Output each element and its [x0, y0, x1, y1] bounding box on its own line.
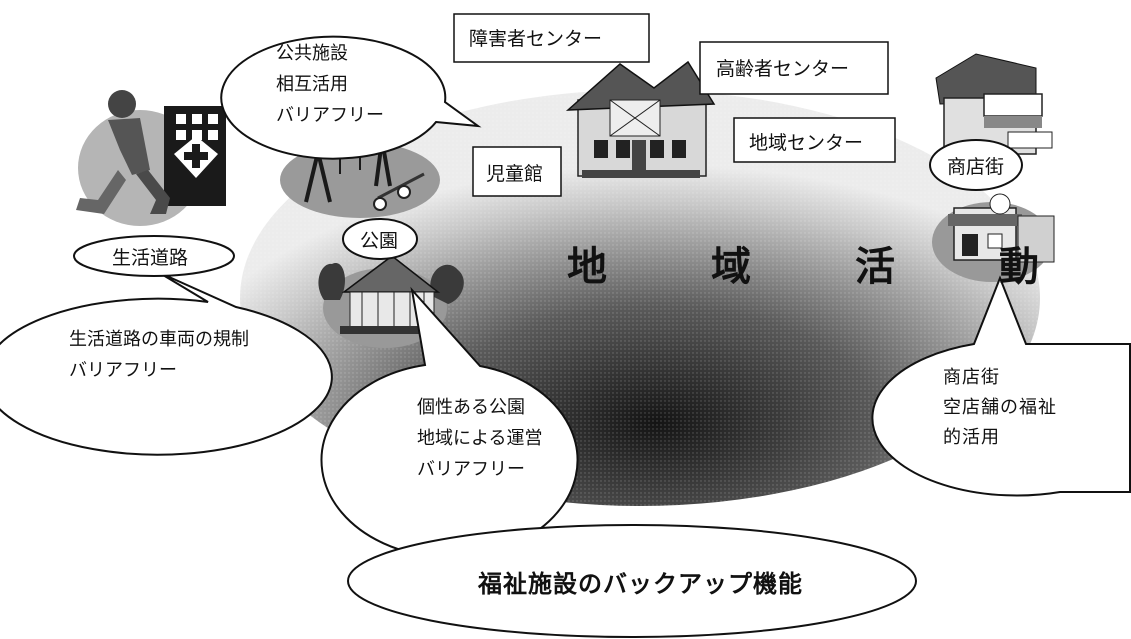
box-koreisha: [699, 41, 889, 95]
shop-label-text: 商店街: [947, 156, 1005, 178]
road-note-text: 生活道路の車両の規制 バリアフリー: [69, 329, 249, 381]
box-shogaisha: [453, 13, 650, 63]
public-facility-text: 公共施設 相互活用 バリアフリー: [276, 43, 384, 126]
public-facility-bubble: [220, 35, 482, 160]
road-label-text: 生活道路: [112, 247, 189, 269]
shop-note-bubble: [871, 275, 1131, 497]
label-koreisha-center: 高齢者センター: [716, 58, 850, 80]
park-label-oval: [342, 218, 418, 260]
diagram-title: 地域活動: [567, 244, 1131, 290]
park-note-text: 個性ある公園 地域による運営 バリアフリー: [417, 397, 543, 480]
backup-function-oval: [347, 524, 917, 638]
shop-icon: [935, 53, 1053, 155]
box-chiiki: [733, 117, 896, 163]
label-chiiki-center: 地域センター: [749, 132, 864, 154]
shopping-street-icon: [932, 193, 1055, 282]
park-label-text: 公園: [360, 230, 399, 252]
box-jidokan: [472, 146, 562, 197]
road-note-bubble: [0, 271, 333, 456]
house-icon: [565, 60, 716, 178]
backup-function-label: 福祉施設のバックアップ機能: [478, 570, 803, 598]
shop-note-text: 商店街 空店舗の福祉 的活用: [943, 367, 1057, 448]
shop-label-oval: [929, 139, 1023, 191]
pedestrian-hospital-icon: [76, 90, 226, 226]
label-shogaisha-center: 障害者センター: [469, 28, 603, 50]
road-label-oval: [73, 235, 235, 277]
label-jidokan: 児童館: [486, 163, 544, 185]
